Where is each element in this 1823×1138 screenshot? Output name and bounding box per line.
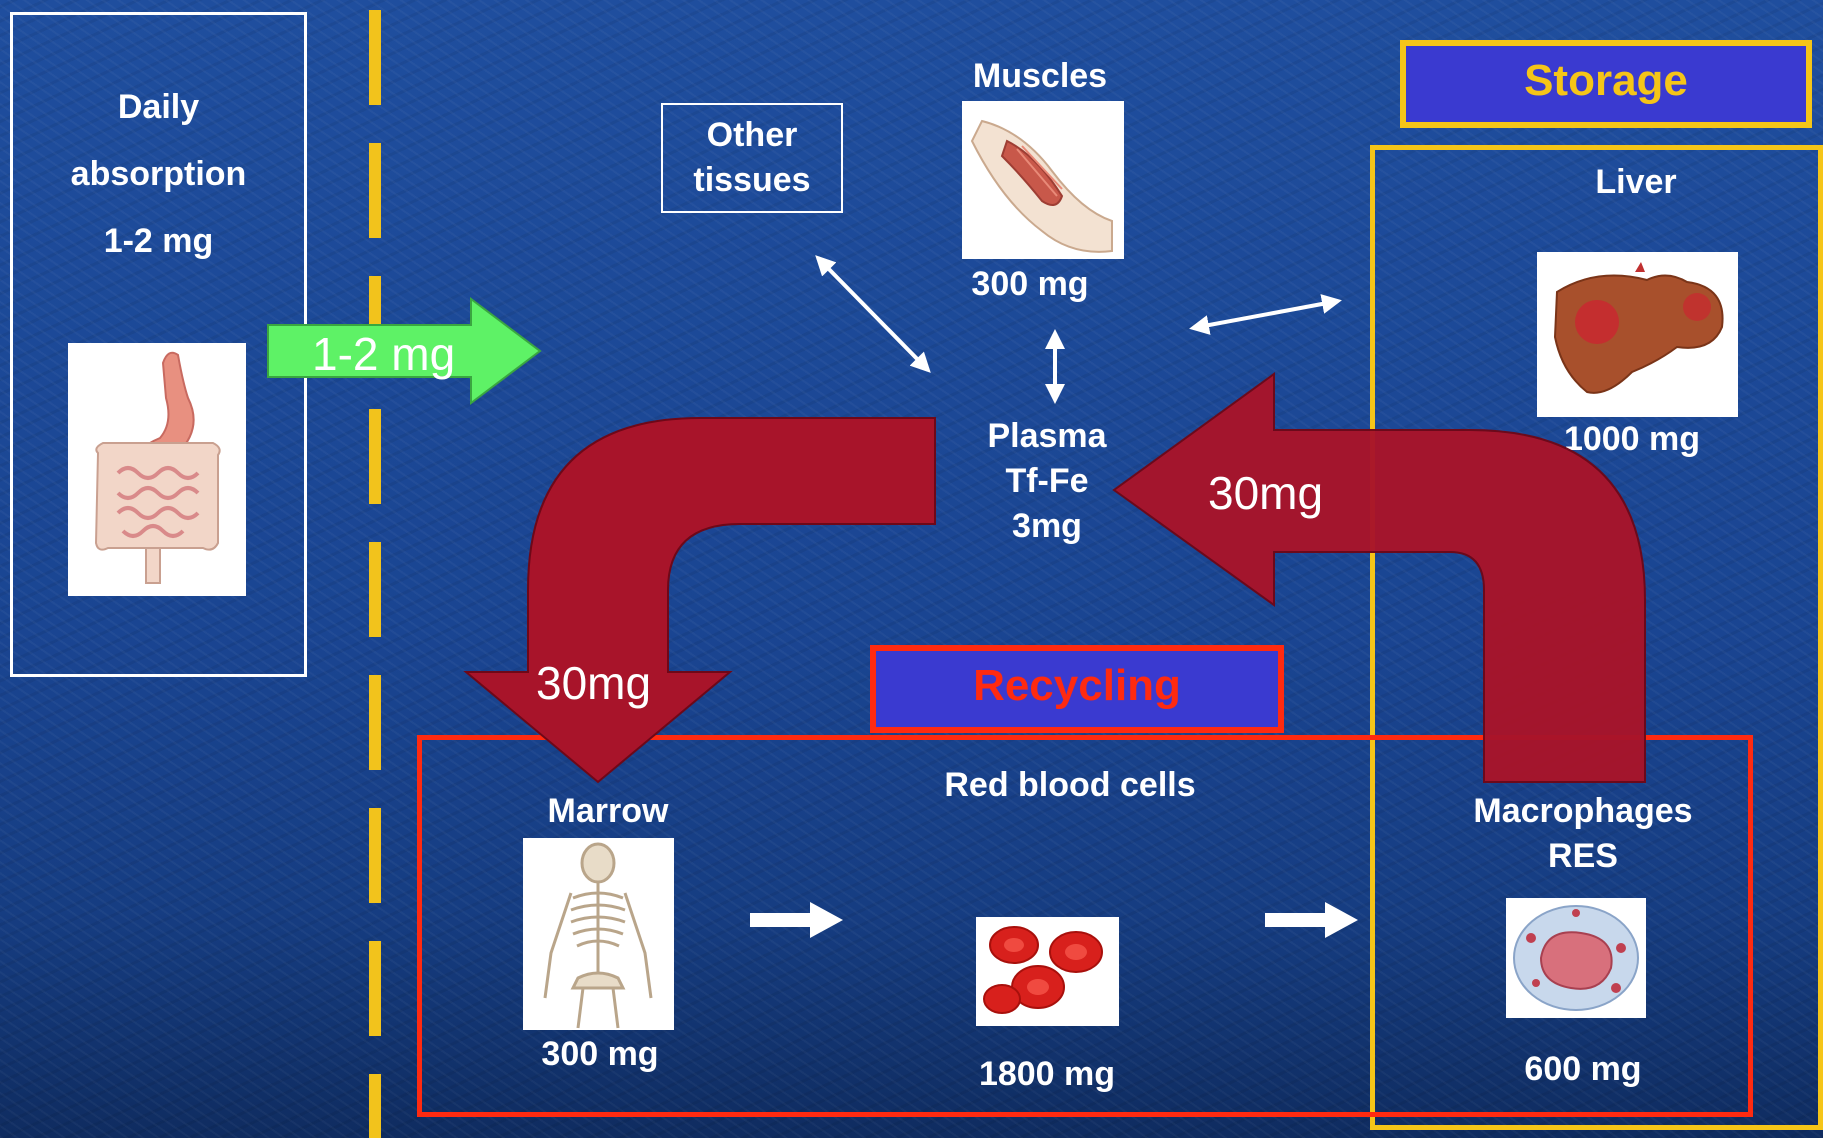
liver-image [1537,252,1738,417]
daily-absorption-line2: absorption [10,155,307,194]
muscles-title: Muscles [940,57,1140,96]
plasma-line1: Plasma [947,417,1147,456]
plasma-line2: Tf-Fe [947,462,1147,501]
rbc-to-macrophages-arrow [1265,900,1360,940]
recycling-label: Recycling [870,661,1284,711]
liver-amount: 1000 mg [1532,420,1732,459]
other-tissues-line2: tissues [661,161,843,200]
arm-muscle-image [962,101,1124,259]
other-tissues-line1: Other [661,116,843,155]
liver-title: Liver [1536,163,1736,202]
gut-boundary-dashed-line [360,0,390,1138]
macrophages-amount: 600 mg [1483,1050,1683,1089]
marrow-amount: 300 mg [500,1035,700,1074]
marrow-title: Marrow [508,792,708,831]
macrophages-line2: RES [1433,837,1733,876]
plasma-line3: 3mg [947,507,1147,546]
macrophages-line1: Macrophages [1433,792,1733,831]
red-blood-cells-image [976,917,1119,1026]
daily-absorption-line1: Daily [10,88,307,127]
absorption-arrow-label: 1-2 mg [312,327,455,381]
skeleton-image [523,838,674,1030]
storage-label: Storage [1400,56,1812,106]
marrow-to-rbc-arrow [750,900,845,940]
rbc-title: Red blood cells [880,766,1260,805]
daily-absorption-line3: 1-2 mg [10,222,307,261]
digestive-tract-image [68,343,246,596]
macrophage-image [1506,898,1646,1018]
muscles-amount: 300 mg [930,265,1130,304]
flow-to-plasma-label: 30mg [1208,466,1323,520]
rbc-amount: 1800 mg [947,1055,1147,1094]
flow-to-marrow-label: 30mg [536,656,651,710]
